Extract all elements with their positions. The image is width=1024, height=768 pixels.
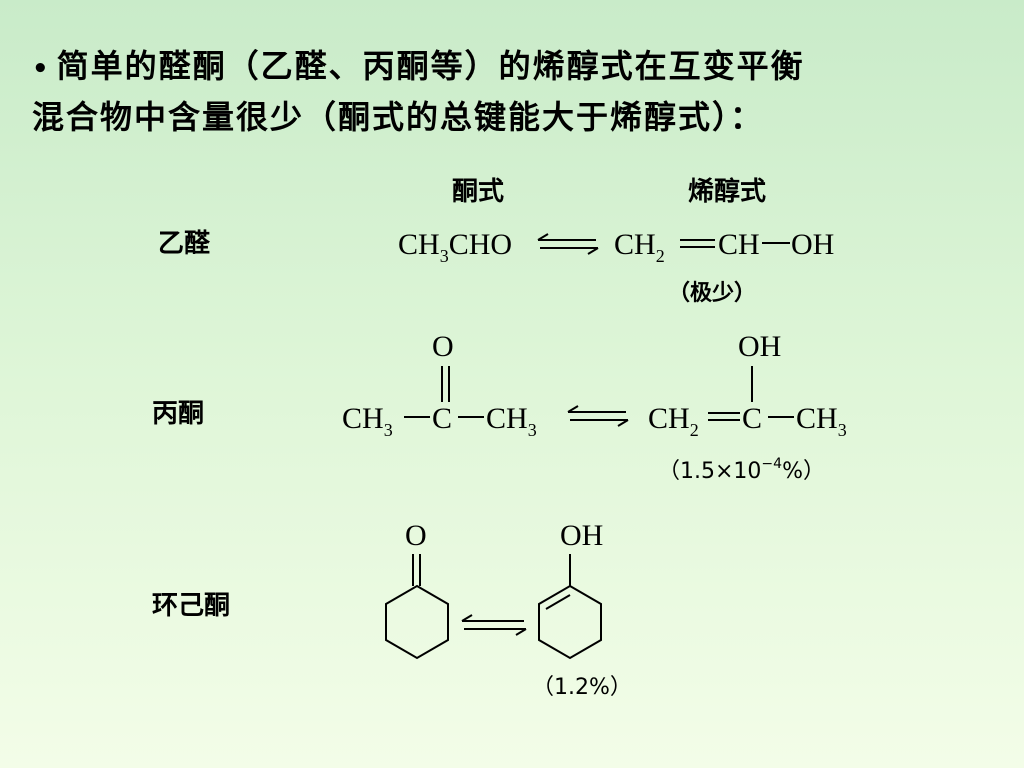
double-bond-2: [708, 412, 740, 421]
column-header-enol: 烯醇式: [688, 176, 766, 207]
acetone-enol-right-methyl: CH3: [796, 402, 847, 440]
acetone-carbonyl-double-bond: [441, 366, 450, 402]
row-label-acetone: 丙酮: [152, 399, 204, 429]
acetaldehyde-enol-oh: OH: [791, 228, 834, 261]
double-bond-1: [680, 239, 715, 248]
heading-text-2: 混合物中含量很少（酮式的总键能大于烯醇式）：: [32, 98, 765, 136]
heading-line-1: •简单的醛酮（乙醛、丙酮等）的烯醇式在互变平衡: [32, 42, 992, 93]
acetaldehyde-keto-formula: CH3CHO: [398, 228, 512, 266]
acetone-keto-oxygen: O: [432, 330, 454, 363]
slide-heading: •简单的醛酮（乙醛、丙酮等）的烯醇式在互变平衡 混合物中含量很少（酮式的总键能大…: [32, 42, 992, 141]
acetone-enol-carbon: C: [742, 402, 762, 435]
acetone-enol-ch2: CH2: [648, 402, 699, 440]
acetone-keto-left-methyl: CH3: [342, 402, 393, 440]
acetone-enol-hydroxyl: OH: [738, 330, 781, 363]
bullet-marker: •: [32, 54, 51, 84]
cyclohexenol-amount: （1.2%）: [532, 675, 632, 700]
cyclohexenol-hydroxyl: OH: [560, 519, 603, 552]
row-label-acetaldehyde: 乙醛: [158, 229, 211, 259]
acetone-enol-amount: （1.5×10−4%）: [658, 456, 825, 484]
equilibrium-arrow-2: [567, 405, 629, 427]
cyclohexenol-ring-double-bond: [545, 594, 571, 610]
acetone-keto-carbon: C: [432, 402, 452, 435]
acetaldehyde-enol-ch: CH: [718, 228, 760, 261]
acetaldehyde-enol-amount: （极少）: [668, 281, 756, 306]
heading-text-1: 简单的醛酮（乙醛、丙酮等）的烯醇式在互变平衡: [56, 47, 805, 85]
cyclohexanone-ring: [385, 584, 449, 660]
row-label-cyclohexanone: 环己酮: [152, 591, 230, 621]
heading-line-2: 混合物中含量很少（酮式的总键能大于烯醇式）：: [32, 93, 992, 141]
cyclohexanone-carbonyl-double-bond: [412, 554, 421, 586]
cyclohexenol-ring: [538, 584, 602, 660]
acetaldehyde-enol-ch2: CH2: [614, 228, 665, 266]
equilibrium-arrow-3: [461, 614, 527, 636]
cyclohexanone-oxygen: O: [405, 519, 427, 552]
column-header-keto: 酮式: [452, 177, 504, 207]
acetone-keto-right-methyl: CH3: [486, 402, 537, 440]
equilibrium-arrow-1: [537, 233, 599, 255]
